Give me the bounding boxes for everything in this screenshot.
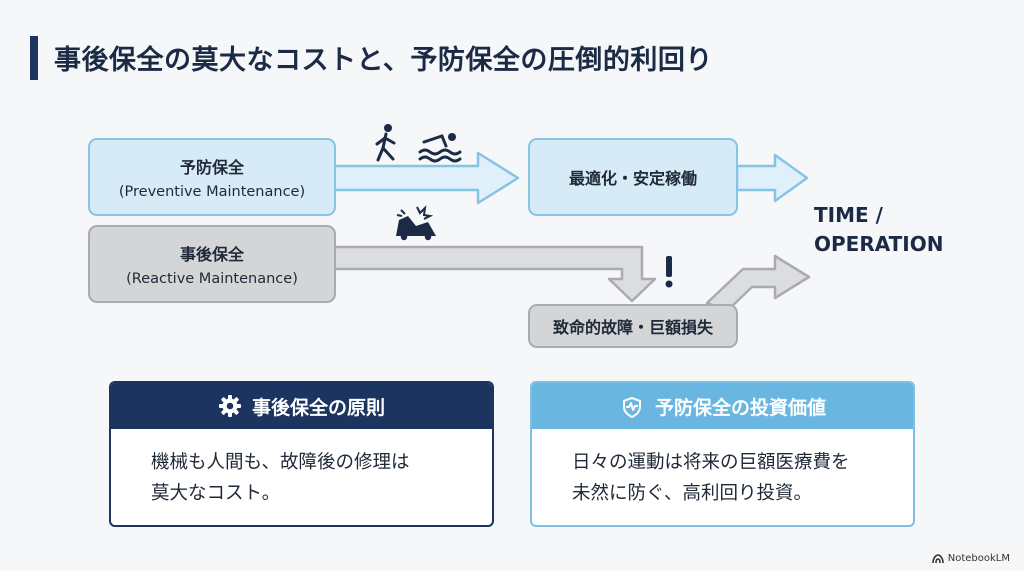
preventive-maintenance-box: 予防保全 (Preventive Maintenance) — [88, 138, 336, 216]
page-title: 事後保全の莫大なコストと、予防保全の圧倒的利回り — [54, 45, 713, 76]
preventive-arrow — [332, 151, 520, 205]
reactive-principle-card: 事後保全の原則 機械も人間も、故障後の修理は 莫大なコスト。 — [109, 381, 494, 527]
card-header: 事後保全の原則 — [111, 383, 492, 429]
card-heading: 予防保全の投資価値 — [654, 396, 826, 419]
brand-watermark: NotebookLM — [931, 553, 1010, 564]
card-body: 日々の運動は将来の巨額医療費を 未然に防ぐ、高利回り投資。 — [532, 429, 913, 509]
reactive-label-jp: 事後保全 — [179, 245, 244, 264]
axis-label-text: TIME / OPERATION — [814, 203, 944, 256]
card-text-line: 莫大なコスト。 — [151, 483, 281, 504]
exclamation-icon — [665, 256, 673, 288]
preventive-value-card: 予防保全の投資価値 日々の運動は将来の巨額医療費を 未然に防ぐ、高利回り投資。 — [530, 381, 915, 527]
notebooklm-logo-icon — [931, 553, 944, 563]
card-text-line: 未然に防ぐ、高利回り投資。 — [572, 483, 812, 504]
preventive-outcome: 最適化・安定稼働 — [568, 169, 697, 188]
preventive-label-jp: 予防保全 — [179, 158, 244, 177]
axis-label: TIME / OPERATION — [814, 201, 954, 259]
card-body: 機械も人間も、故障後の修理は 莫大なコスト。 — [111, 429, 492, 509]
card-text-line: 日々の運動は将来の巨額医療費を — [572, 452, 850, 473]
reactive-maintenance-box: 事後保全 (Reactive Maintenance) — [88, 225, 336, 303]
gear-icon — [218, 395, 241, 417]
reactive-arrow — [332, 245, 657, 303]
crashed-car-icon — [396, 205, 436, 241]
card-header: 予防保全の投資価値 — [532, 383, 913, 429]
reactive-label-en: (Reactive Maintenance) — [126, 271, 298, 287]
walking-person-icon — [375, 124, 396, 162]
preventive-outcome-box: 最適化・安定稼働 — [528, 138, 738, 216]
reactive-continue-arrow — [705, 254, 811, 313]
card-text-line: 機械も人間も、故障後の修理は — [151, 452, 410, 473]
heart-pulse-icon — [622, 396, 641, 419]
title-accent-bar — [30, 36, 38, 80]
preventive-continue-arrow — [735, 153, 809, 203]
preventive-label-en: (Preventive Maintenance) — [118, 184, 306, 200]
reactive-outcome-box: 致命的故障・巨額損失 — [528, 304, 738, 348]
brand-name: NotebookLM — [947, 553, 1010, 564]
swimmer-icon — [418, 133, 462, 163]
card-heading: 事後保全の原則 — [251, 396, 385, 419]
reactive-outcome: 致命的故障・巨額損失 — [552, 318, 713, 337]
